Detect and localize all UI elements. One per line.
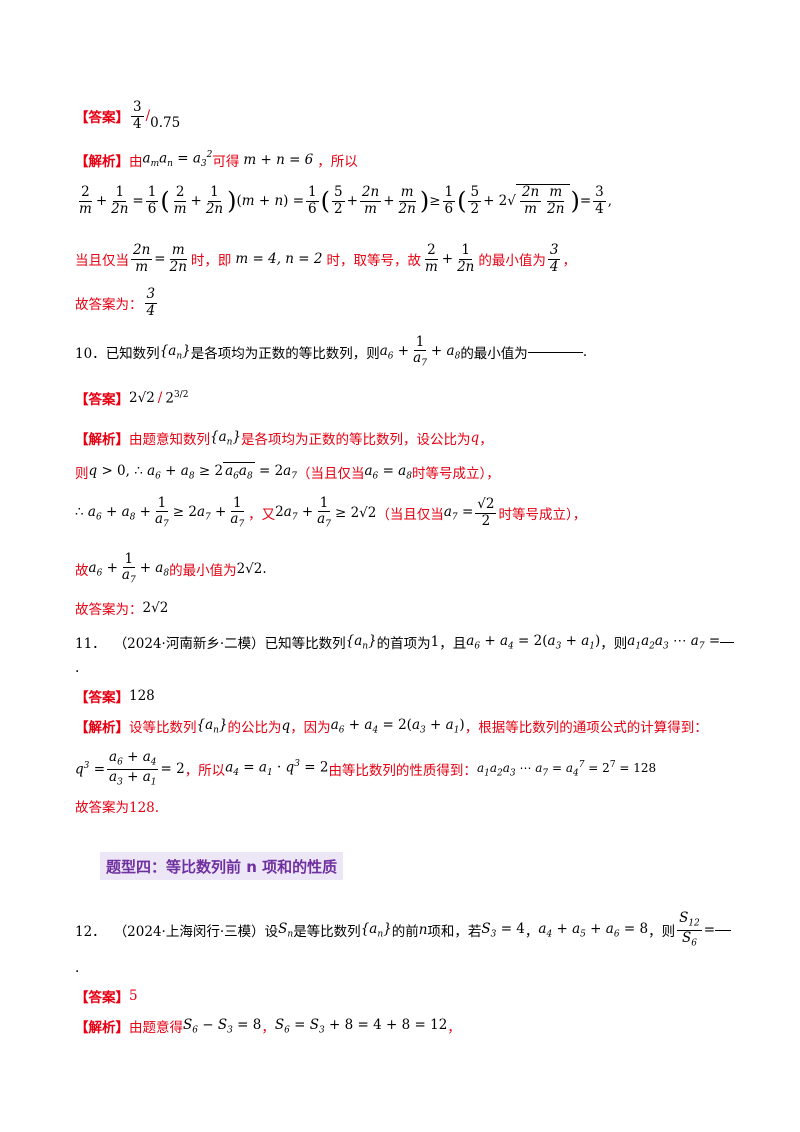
q10-analysis-1: 【解析】 由题意知数列 {an} 是各项均为正数的等比数列，设公比为 q ， bbox=[75, 428, 493, 448]
q10-blank bbox=[527, 351, 583, 353]
q10-line3-end: 时等号成立）， bbox=[498, 507, 587, 523]
q11-analysis-3-text: ，因为 bbox=[290, 720, 331, 736]
q11-text2: 的首项为 bbox=[376, 636, 431, 652]
q10-line2-end: 时等号成立）， bbox=[411, 466, 500, 482]
q10-answer-line: 【答案】 2√2 / 23/2 bbox=[75, 388, 740, 408]
q12-text2: 是等比数列 bbox=[293, 924, 361, 940]
q11-text4: ，则 bbox=[600, 636, 628, 652]
q10-final-line: 故答案为： 2√2 bbox=[75, 598, 740, 618]
q10-line4-pre: 故 bbox=[75, 563, 89, 579]
q10-answer-alt: 23/2 bbox=[165, 389, 189, 407]
q11-answer: 128 bbox=[129, 688, 155, 704]
answer-label: 【答案】 bbox=[75, 690, 129, 706]
q11-blank bbox=[720, 641, 735, 643]
q9-analysis-so: ，所以 bbox=[317, 154, 358, 170]
q11-line2-calc: 由等比数列的性质得到： bbox=[328, 763, 477, 779]
q10-min-value: 2√2 bbox=[236, 561, 263, 577]
q9-time: 时，即 bbox=[190, 253, 232, 269]
q11-final-line: 故答案为128. bbox=[75, 796, 740, 816]
q12-text1: 设 bbox=[264, 924, 279, 940]
q11-period: . bbox=[75, 660, 80, 676]
q12-source: （2024·上海闵行·三模） bbox=[113, 924, 265, 940]
q9-min: 的最小值为 bbox=[478, 253, 546, 269]
q12-analysis-1-text: 由题意得 bbox=[129, 1020, 183, 1036]
q10-line3-cond: （当且仅当 bbox=[376, 507, 444, 523]
answer-label: 【答案】 bbox=[75, 392, 129, 408]
q10-line4-mid: 的最小值为 bbox=[169, 563, 237, 579]
q11-answer-line: 【答案】 128 bbox=[75, 686, 740, 706]
q11-analysis-2-text: 的公比为 bbox=[227, 720, 282, 736]
q12-n: n bbox=[418, 922, 428, 938]
q10-analysis-2-text: 是各项均为正数的等比数列，设公比为 bbox=[241, 432, 471, 448]
q10-analysis-4-text: ， bbox=[479, 432, 493, 448]
answer-label: 【答案】 bbox=[75, 110, 129, 127]
q11-final: 故答案为128. bbox=[75, 800, 160, 816]
q10-number: 10． bbox=[75, 346, 106, 362]
q12-text4: 项和，若 bbox=[427, 924, 482, 940]
section-title: 题型四：等比数列前 n 项和的性质 bbox=[100, 852, 344, 880]
q11-ratio-q: q bbox=[281, 718, 291, 734]
q10-final-value: 2√2 bbox=[142, 600, 169, 616]
q10-final: 故答案为： bbox=[75, 602, 143, 618]
q11-line2-mid: ，所以 bbox=[184, 763, 226, 779]
q10-line2-cond: （当且仅当 bbox=[296, 466, 365, 482]
q12-number: 12． bbox=[75, 924, 106, 940]
analysis-label: 【解析】 bbox=[75, 154, 129, 170]
q11-text1: 已知等比数列 bbox=[264, 636, 346, 652]
q10-line3-mid: ，又 bbox=[248, 507, 276, 523]
q11-analysis-1-text: 设等比数列 bbox=[129, 720, 197, 736]
q9-take: 时，取等号，故 bbox=[326, 253, 421, 269]
answer-label: 【答案】 bbox=[75, 990, 129, 1006]
q10-text3: 的最小值为 bbox=[460, 346, 528, 362]
q12-question: 12． （2024·上海闵行·三模） 设 Sn 是等比数列 {an} 的前 n … bbox=[75, 910, 740, 950]
q10-line2-pre: 则 bbox=[75, 466, 89, 482]
q12-analysis-2-text: ， bbox=[261, 1020, 275, 1036]
q9-analysis-line: 【解析】 由 aman = a32 可得 m + n = 6 ，所以 bbox=[75, 150, 740, 170]
q9-mn-sum: m + n = 6 bbox=[243, 152, 314, 168]
q11-text3: ，且 bbox=[439, 636, 467, 652]
q11-source: （2024·河南新乡·二模） bbox=[113, 636, 265, 652]
q11-first-term: 1 bbox=[430, 634, 440, 650]
analysis-label: 【解析】 bbox=[75, 1020, 129, 1036]
q10-text1: 已知数列 bbox=[105, 346, 160, 362]
q10-text2: 是各项均为正数的等比数列，则 bbox=[190, 346, 380, 362]
q10-answer-sep: / bbox=[157, 390, 163, 406]
analysis-label: 【解析】 bbox=[75, 432, 129, 448]
q10-answer: 2√2 bbox=[129, 390, 155, 406]
q10-analysis-1-text: 由题意知数列 bbox=[129, 432, 210, 448]
q12-text3: 的前 bbox=[391, 924, 419, 940]
q9-answer-decimal: 0.75 bbox=[150, 115, 181, 132]
q9-analysis-intro: 由 bbox=[129, 154, 143, 170]
q9-final: 故答案为： bbox=[75, 297, 143, 313]
q12-text5: ，则 bbox=[648, 924, 676, 940]
q10-ratio-q: q bbox=[470, 430, 480, 446]
q10-text4: . bbox=[582, 344, 588, 360]
q9-answer-separator: / bbox=[145, 108, 151, 125]
q12-analysis-1: 【解析】 由题意得 S6 − S3 = 8 ， S6 = S3 + 8 = 4 … bbox=[75, 1016, 461, 1036]
q12-answer-line: 【答案】 5 bbox=[75, 986, 740, 1006]
q9-analysis-cond: 可得 bbox=[212, 154, 240, 170]
q11-analysis-4-text: ，根据等比数列的通项公式的计算得到： bbox=[464, 720, 708, 736]
q11-question: 11． （2024·河南新乡·二模） 已知等比数列 {an} 的首项为 1 ，且… bbox=[75, 632, 740, 652]
q9-mn-values: m = 4, n = 2 bbox=[235, 251, 323, 267]
analysis-label: 【解析】 bbox=[75, 720, 129, 736]
q9-condition: aman = a32 bbox=[142, 150, 213, 170]
q12-period: . bbox=[75, 960, 80, 976]
q11-number: 11． bbox=[75, 636, 106, 652]
q9-when: 当且仅当 bbox=[75, 253, 129, 269]
q12-answer: 5 bbox=[129, 988, 138, 1004]
q12-blank bbox=[715, 929, 732, 931]
q11-analysis-1: 【解析】 设等比数列 {an} 的公比为 q ，因为 a6 + a4 = 2(a… bbox=[75, 716, 708, 736]
